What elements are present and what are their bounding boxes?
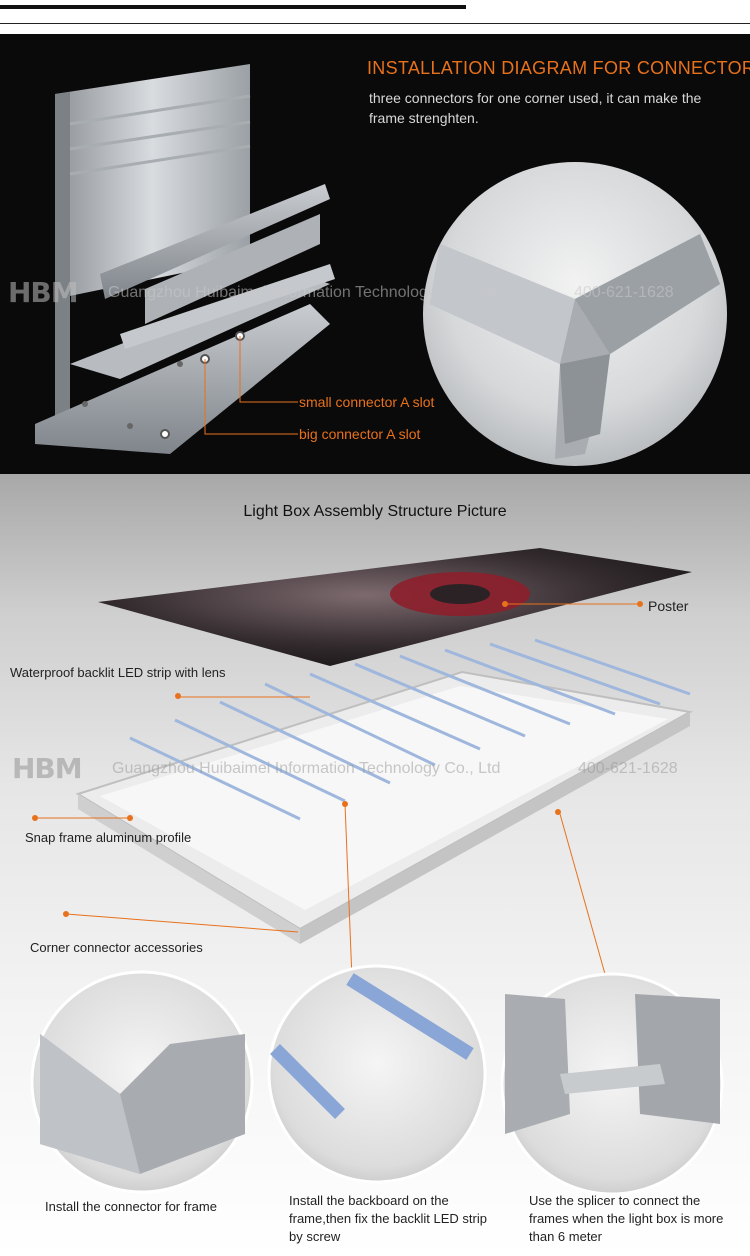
step-caption-1: Install the connector for frame xyxy=(45,1199,217,1214)
installation-description: three connectors for one corner used, it… xyxy=(369,90,702,126)
watermark-company: Guangzhou Huibaimei Information Technolo… xyxy=(108,284,497,301)
installation-title: INSTALLATION DIAGRAM FOR CONNECTOR xyxy=(367,58,750,78)
watermark-phone-2: 400-621-1628 xyxy=(578,760,678,777)
assembly-section xyxy=(0,474,750,1256)
assembly-title: Light Box Assembly Structure Picture xyxy=(243,503,507,520)
led-strip-label: Waterproof backlit LED strip with lens xyxy=(10,665,226,680)
step-caption-2: Install the backboard on the frame,then … xyxy=(289,1193,487,1244)
installation-section xyxy=(0,34,750,474)
watermark-company-2: Guangzhou Huibaimei Information Technolo… xyxy=(112,760,501,777)
small-connector-label: small connector A slot xyxy=(299,394,435,410)
thick-rule xyxy=(0,5,466,9)
big-connector-label: big connector A slot xyxy=(299,426,421,442)
step-caption-3: Use the splicer to connect the frames wh… xyxy=(529,1193,724,1244)
top-separator xyxy=(0,0,750,34)
connector-illustration xyxy=(35,64,727,466)
aluminum-profile-label: Snap frame aluminum profile xyxy=(25,830,192,845)
watermark-phone: 400-621-1628 xyxy=(574,284,674,301)
watermark-logo-2: HBM xyxy=(12,752,83,785)
watermark-logo: HBM xyxy=(8,276,79,309)
corner-connector-label: Corner connector accessories xyxy=(30,940,203,955)
thin-rule xyxy=(0,23,750,24)
assembly-illustration xyxy=(30,548,724,1196)
poster-label: Poster xyxy=(648,598,689,614)
